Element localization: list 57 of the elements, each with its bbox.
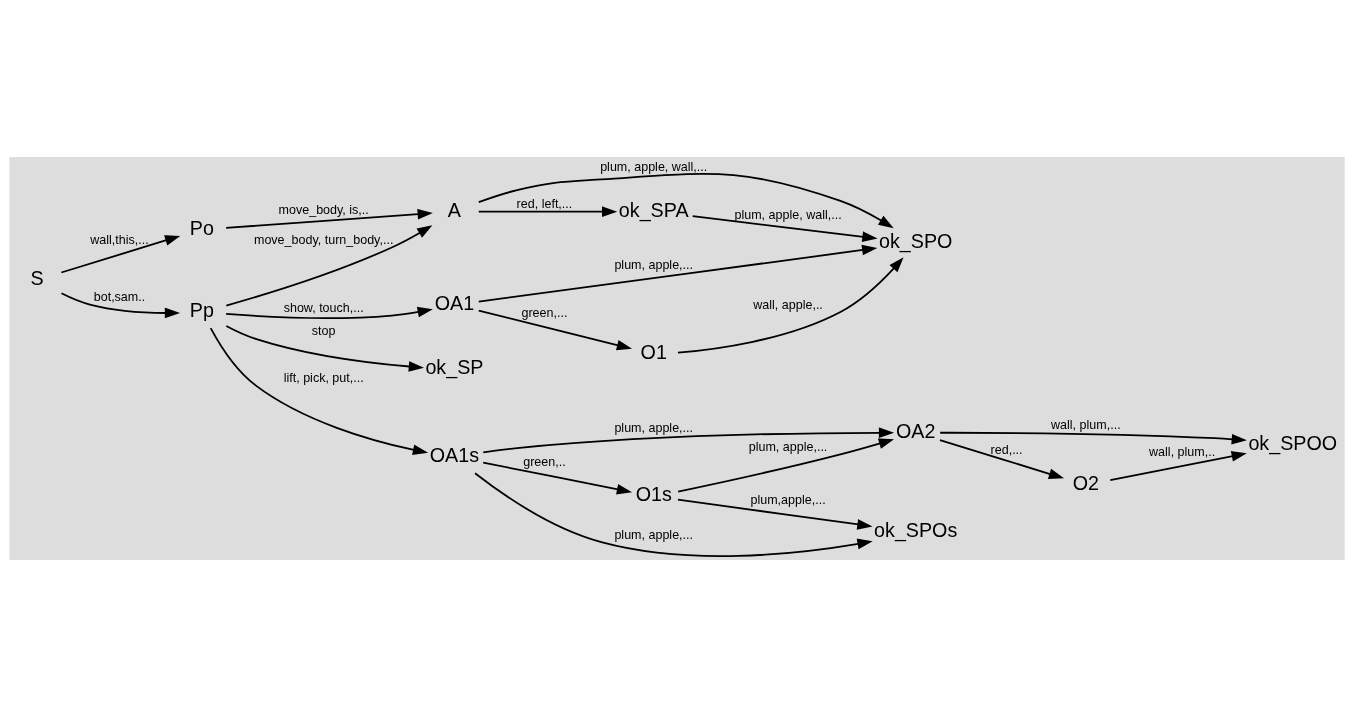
arrow (482, 426, 895, 453)
node-text: Pp (189, 298, 214, 321)
edge-label: stop (311, 323, 336, 338)
edge-label: move_body, is,.. (278, 202, 369, 217)
node-text: O2 (1072, 471, 1099, 494)
node-text: ok_SPOO (1248, 431, 1338, 454)
edge-label: plum, apple, wall,... (734, 207, 842, 222)
edge-label: plum, apple,... (748, 439, 828, 454)
edge-label: bot,sam.. (93, 289, 146, 304)
edge-label: plum, apple,... (614, 527, 694, 542)
arrow (1109, 450, 1247, 481)
node-text: S (30, 266, 44, 289)
arrow (60, 234, 181, 273)
node-text: O1s (635, 482, 672, 505)
edge-label: lift, pick, put,... (283, 370, 364, 385)
edge-label: red, left,... (516, 196, 573, 211)
arrow (677, 437, 895, 492)
node-text: OA1 (434, 291, 475, 314)
node-text: ok_SP (425, 355, 484, 378)
arrow (677, 498, 873, 530)
edge-label: show, touch,... (283, 300, 364, 315)
arrow (225, 208, 433, 229)
arrow (225, 224, 433, 306)
edge-label: plum, apple,... (614, 257, 694, 272)
arrow (477, 309, 633, 350)
arrow (225, 306, 433, 319)
arrow (477, 172, 894, 228)
edge-label: plum,apple,... (750, 492, 826, 507)
arrow (60, 291, 181, 318)
edge-label: green,.. (523, 454, 566, 469)
arrow (474, 471, 873, 557)
arrow (477, 244, 878, 302)
arrow (225, 324, 424, 372)
edge-label: red,... (990, 442, 1023, 457)
node-text: OA1s (429, 443, 480, 466)
edge-label: plum, apple, wall,... (600, 159, 708, 174)
node-text: O1 (640, 340, 667, 363)
node-text: A (447, 198, 462, 221)
arrow (939, 431, 1247, 445)
arrow (482, 461, 633, 495)
arrow (691, 214, 878, 242)
node-text: ok_SPOs (874, 518, 958, 541)
edge-label: move_body, turn_body,... (253, 232, 394, 247)
arrow (939, 438, 1065, 479)
edge-label: wall, plum,... (1051, 417, 1121, 432)
node-text: ok_SPO (879, 229, 953, 252)
node-text: OA2 (895, 419, 936, 442)
arrow (477, 205, 618, 217)
edge-label: wall,this,... (90, 232, 149, 247)
edge-label: green,... (521, 305, 568, 320)
edge-label: plum, apple,... (614, 420, 694, 435)
arrow (209, 326, 429, 455)
arrow (677, 256, 904, 354)
node-text: ok_SPA (618, 198, 689, 221)
node-text: Po (189, 216, 214, 239)
edge-label: wall, apple,.. (753, 297, 823, 312)
edge-label: wall, plum,.. (1149, 444, 1216, 459)
